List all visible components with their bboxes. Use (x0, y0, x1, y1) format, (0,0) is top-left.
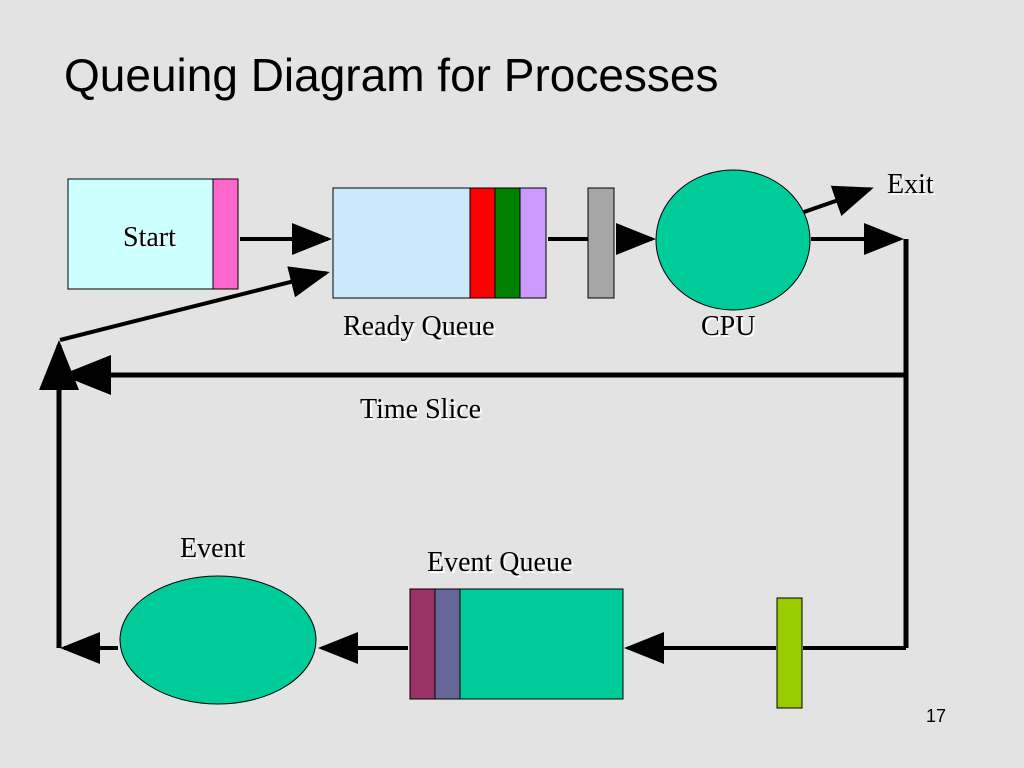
svg-text:Event Queue: Event Queue (429, 549, 574, 580)
cpu-dispatch-bar (587, 187, 615, 299)
event-queue-label: Event Queue (427, 547, 572, 578)
ready-queue-label: Ready Queue (343, 311, 495, 342)
ready-queue-slot-green (494, 187, 521, 299)
slide-title: Queuing Diagram for Processes (64, 49, 719, 101)
event-label: Event (180, 533, 246, 564)
event-circle (119, 575, 317, 705)
svg-text:Exit: Exit (889, 171, 936, 202)
cpu-circle (655, 169, 811, 311)
event-queue-box (459, 588, 624, 700)
event-wait-bar (776, 597, 803, 709)
ready-queue-box (332, 187, 472, 299)
ready-queue-slot-red (469, 187, 496, 299)
time-slice-label: Time Slice (360, 394, 481, 425)
exit-label: Exit (887, 169, 934, 200)
start-tab (212, 178, 239, 290)
left-to-ready-arrow (59, 266, 330, 342)
event-queue-slot-slate (434, 588, 461, 700)
cpu-label: CPU (701, 311, 755, 342)
svg-text:Time Slice: Time Slice (362, 396, 483, 427)
svg-text:CPU: CPU (703, 313, 757, 344)
start-box (67, 178, 215, 290)
cpu-to-exit-arrow (803, 185, 874, 216)
start-label: Start (123, 222, 176, 253)
ready-queue-slot-lavender (519, 187, 547, 299)
event-queue-slot-plum (409, 588, 436, 700)
svg-text:Ready Queue: Ready Queue (345, 313, 497, 344)
page-number: 17 (926, 706, 946, 726)
svg-text:Event: Event (182, 535, 248, 566)
svg-text:Start: Start (125, 224, 178, 255)
